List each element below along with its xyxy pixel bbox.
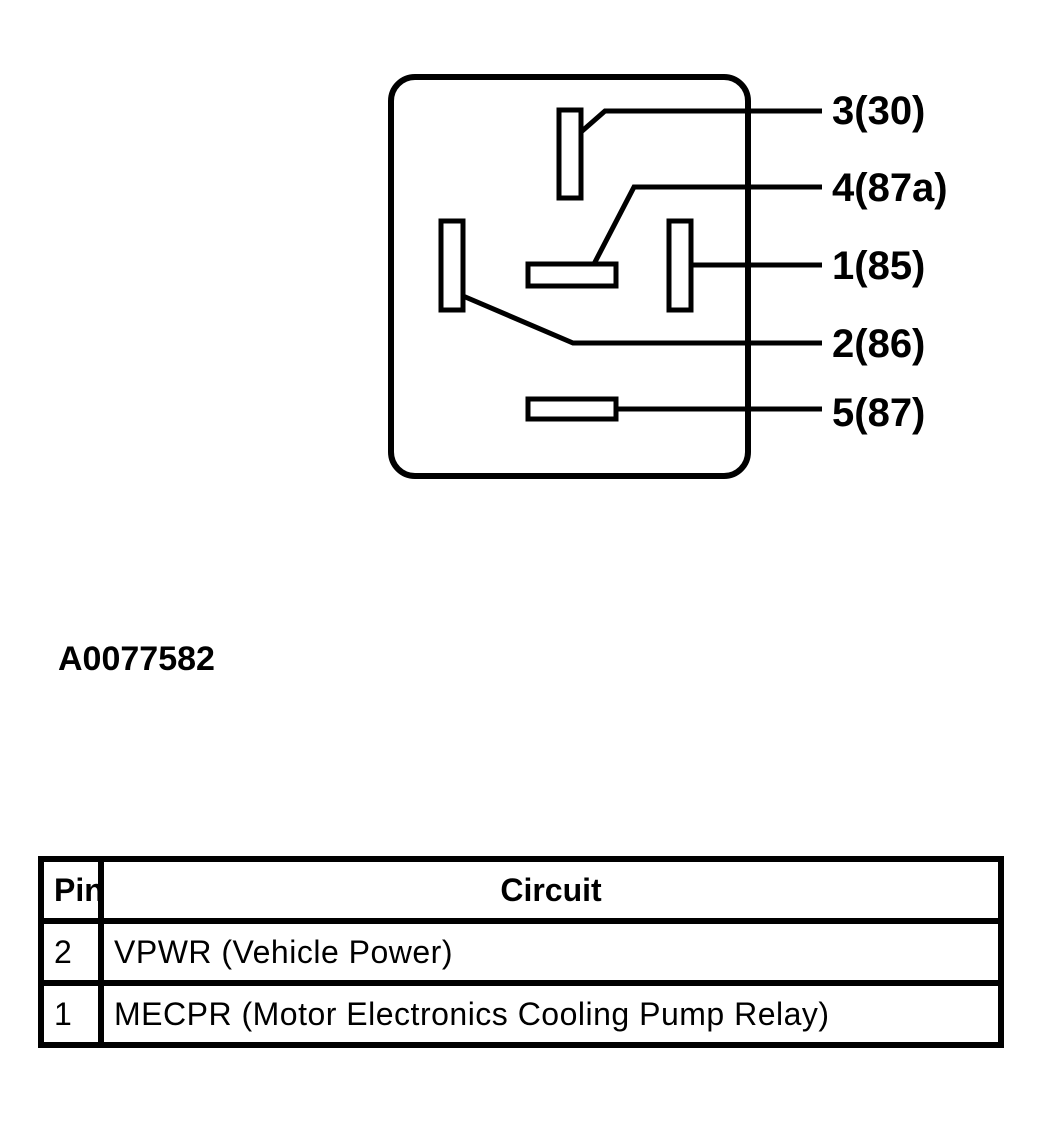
header-circuit: Circuit (98, 856, 1004, 924)
terminal-4 (525, 261, 619, 289)
leader-line-pin-3 (579, 108, 822, 134)
leader-line-pin-2 (462, 293, 822, 346)
terminal-5 (525, 396, 619, 422)
cell-circuit: VPWR (Vehicle Power) (98, 918, 1004, 986)
cell-pin: 1 (38, 980, 104, 1048)
figure-id: A0077582 (58, 640, 215, 678)
table-header-row: Pin Circuit (38, 856, 1004, 924)
terminal-1 (666, 218, 694, 313)
terminal-3 (556, 107, 584, 201)
relay-connector-diagram: 3(30) 4(87a) 1(85) 2(86) 5(87) (388, 74, 948, 479)
cell-circuit: MECPR (Motor Electronics Cooling Pump Re… (98, 980, 1004, 1048)
leader-line-pin-4 (591, 184, 822, 266)
relay-housing (388, 74, 751, 479)
pin-label-5: 5(87) (832, 391, 925, 435)
pin-circuit-table: Pin Circuit 2 VPWR (Vehicle Power) 1 MEC… (38, 856, 1004, 1048)
pin-label-4: 4(87a) (832, 166, 948, 210)
table-row: 2 VPWR (Vehicle Power) (38, 918, 1004, 986)
terminal-2 (438, 218, 466, 313)
header-pin: Pin (38, 856, 104, 924)
pin-label-1: 1(85) (832, 244, 925, 288)
pin-label-3: 3(30) (832, 89, 925, 133)
table-row: 1 MECPR (Motor Electronics Cooling Pump … (38, 980, 1004, 1048)
cell-pin: 2 (38, 918, 104, 986)
pin-label-2: 2(86) (832, 322, 925, 366)
